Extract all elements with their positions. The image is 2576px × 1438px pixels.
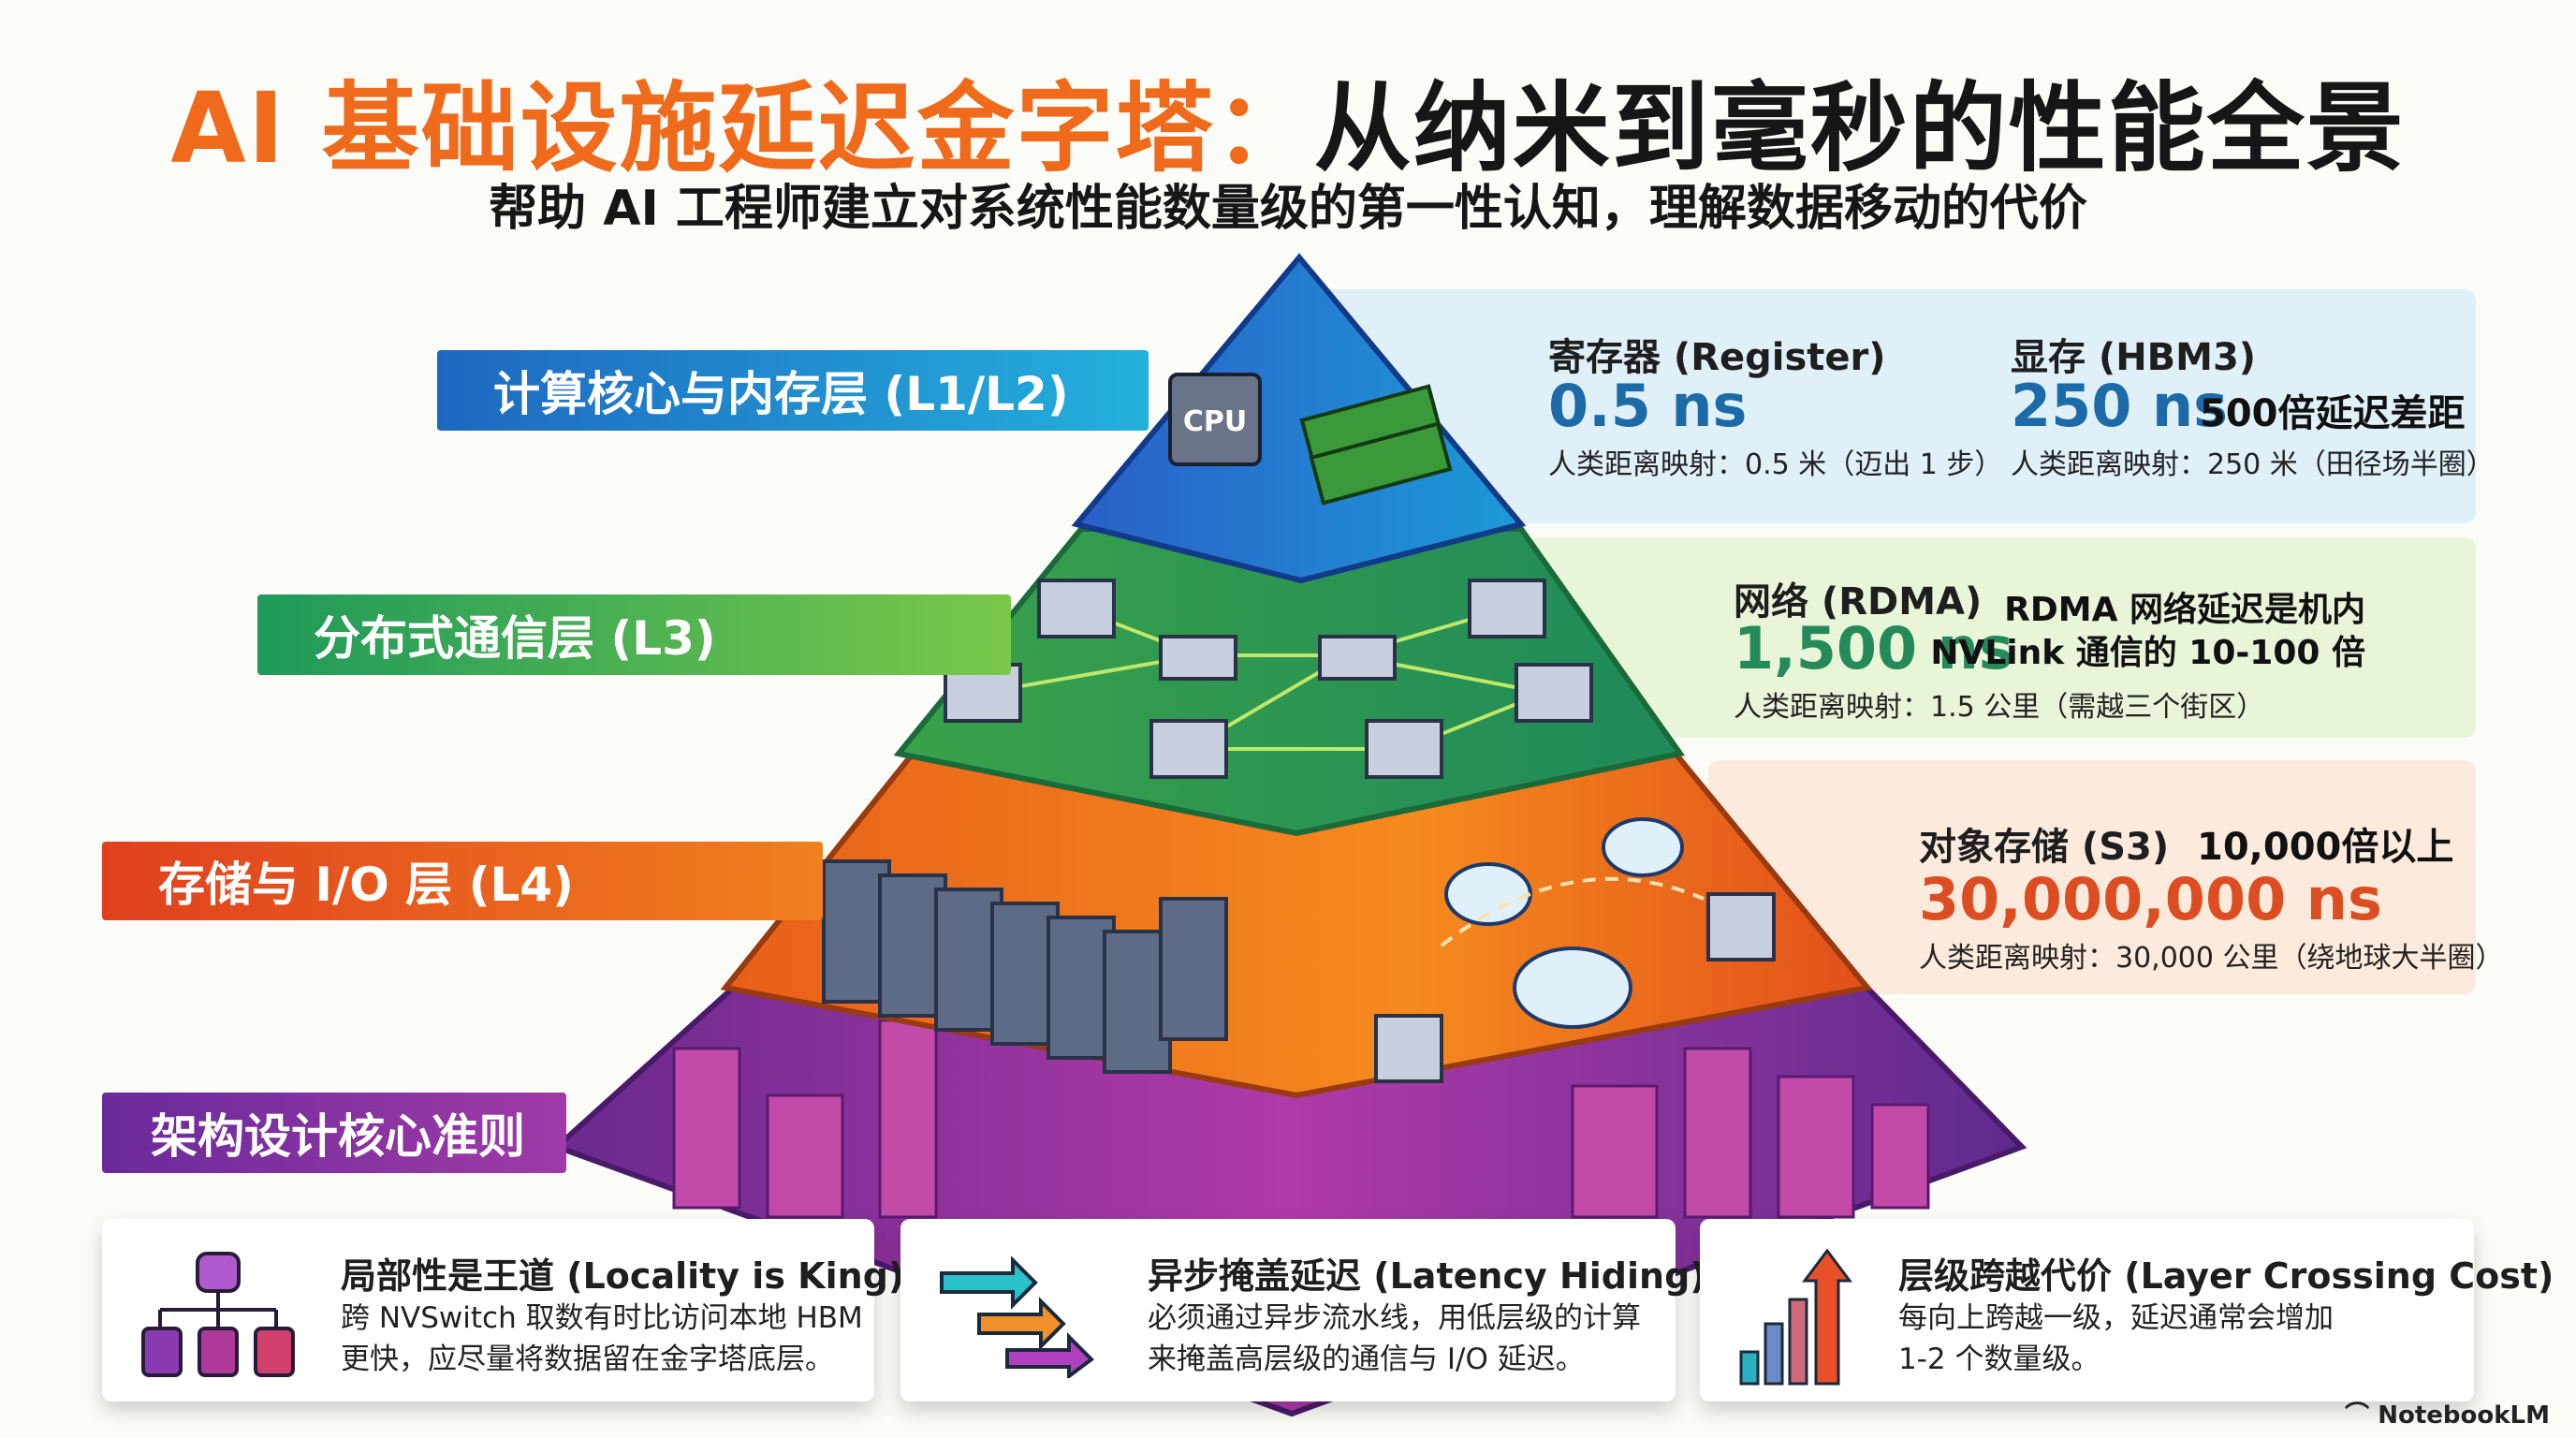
tier-l4 xyxy=(720,751,1873,1099)
tier-principles xyxy=(551,971,2027,1417)
hbm-name: 显存 (HBM3) xyxy=(2011,336,2257,379)
page-title: AI 基础设施延迟金字塔：从纳米到毫秒的性能全景 xyxy=(170,71,2406,185)
notebooklm-brand: ⌒ NotebookLM xyxy=(2345,1401,2550,1430)
s3-note: 10,000倍以上 xyxy=(2197,826,2454,869)
s3-mapping: 人类距离映射：30,000 公里（绕地球大半圈） xyxy=(1919,942,2504,975)
principle-desc-line2: 来掩盖高层级的通信与 I/O 延迟。 xyxy=(1148,1343,1585,1376)
cloud-icon xyxy=(1444,817,1684,1029)
layer-label-l1l2: 计算核心与内存层 (L1/L2) xyxy=(437,350,1149,431)
principle-card-locality: 局部性是王道 (Locality is King) 跨 NVSwitch 取数有… xyxy=(102,1219,904,1401)
rising-bars-icon xyxy=(1739,1248,1852,1386)
principle-desc-line1: 跨 NVSwitch 取数有时比访问本地 HBM xyxy=(341,1301,863,1335)
rdma-note-line1: RDMA 网络延迟是机内 xyxy=(2004,591,2365,629)
principle-desc-line1: 必须通过异步流水线，用低层级的计算 xyxy=(1148,1301,1641,1335)
building-icon xyxy=(672,1019,1930,1219)
storage-node-icon xyxy=(1706,892,1776,961)
principle-desc-line2: 1-2 个数量级。 xyxy=(1898,1343,2100,1376)
principle-desc-line1: 每向上跨越一级，延迟通常会增加 xyxy=(1898,1301,2334,1335)
register-value: 0.5 ns xyxy=(1548,372,1748,440)
tier-l3 xyxy=(893,526,1686,837)
principle-card-latency-hiding: 异步掩盖延迟 (Latency Hiding) 必须通过异步流水线，用低层级的计… xyxy=(900,1219,1706,1401)
rdma-note-line2: NVLink 通信的 10-100 倍 xyxy=(1930,634,2365,672)
rdma-value: 1,500 ns xyxy=(1734,614,2013,682)
tier-l1l2: CPU xyxy=(1071,253,1527,584)
notebooklm-logo-icon: ⌒ xyxy=(2345,1401,2378,1430)
server-rack-icon xyxy=(822,859,1228,1074)
layer-label-principles: 架构设计核心准则 xyxy=(102,1093,566,1173)
rdma-mapping: 人类距离映射：1.5 公里（需越三个街区） xyxy=(1734,691,2265,724)
layer-label-l4: 存储与 I/O 层 (L4) xyxy=(102,842,823,920)
s3-name: 对象存储 (S3) xyxy=(1919,826,2170,869)
principle-card-layer-crossing: 层级跨越代价 (Layer Crossing Cost) 每向上跨越一级，延迟通… xyxy=(1700,1219,2554,1401)
database-hierarchy-icon xyxy=(141,1252,295,1377)
panel-l1l2: 寄存器 (Register) 0.5 ns 人类距离映射：0.5 米（迈出 1 … xyxy=(1314,289,2495,523)
hbm-mapping: 人类距离映射：250 米（田径场半圈） xyxy=(2011,448,2495,481)
hbm-gap-note: 500倍延迟差距 xyxy=(2200,392,2466,435)
principle-desc-line2: 更快，应尽量将数据留在金字塔底层。 xyxy=(341,1343,834,1376)
pipeline-arrows-icon xyxy=(940,1256,1095,1378)
page-subtitle: 帮助 AI 工程师建立对系统性能数量级的第一性认知，理解数据移动的代价 xyxy=(489,181,2087,237)
register-name: 寄存器 (Register) xyxy=(1548,336,1886,379)
principle-title: 局部性是王道 (Locality is King) xyxy=(341,1255,905,1297)
register-mapping: 人类距离映射：0.5 米（迈出 1 步） xyxy=(1548,448,2003,481)
principle-title: 层级跨越代价 (Layer Crossing Cost) xyxy=(1898,1255,2554,1297)
s3-value: 30,000,000 ns xyxy=(1919,865,2382,933)
storage-node-icon xyxy=(1374,1014,1443,1083)
rdma-name: 网络 (RDMA) xyxy=(1734,580,1983,624)
memory-module-icon xyxy=(1299,384,1453,506)
svg-text:CPU: CPU xyxy=(1183,405,1247,438)
layer-label-l3: 分布式通信层 (L3) xyxy=(257,594,1011,675)
panel-l3: 网络 (RDMA) 1,500 ns 人类距离映射：1.5 公里（需越三个街区）… xyxy=(1528,537,2476,738)
hbm-value: 250 ns xyxy=(2011,372,2229,440)
principle-title: 异步掩盖延迟 (Latency Hiding) xyxy=(1148,1255,1706,1297)
cpu-chip-icon: CPU xyxy=(1168,373,1262,466)
